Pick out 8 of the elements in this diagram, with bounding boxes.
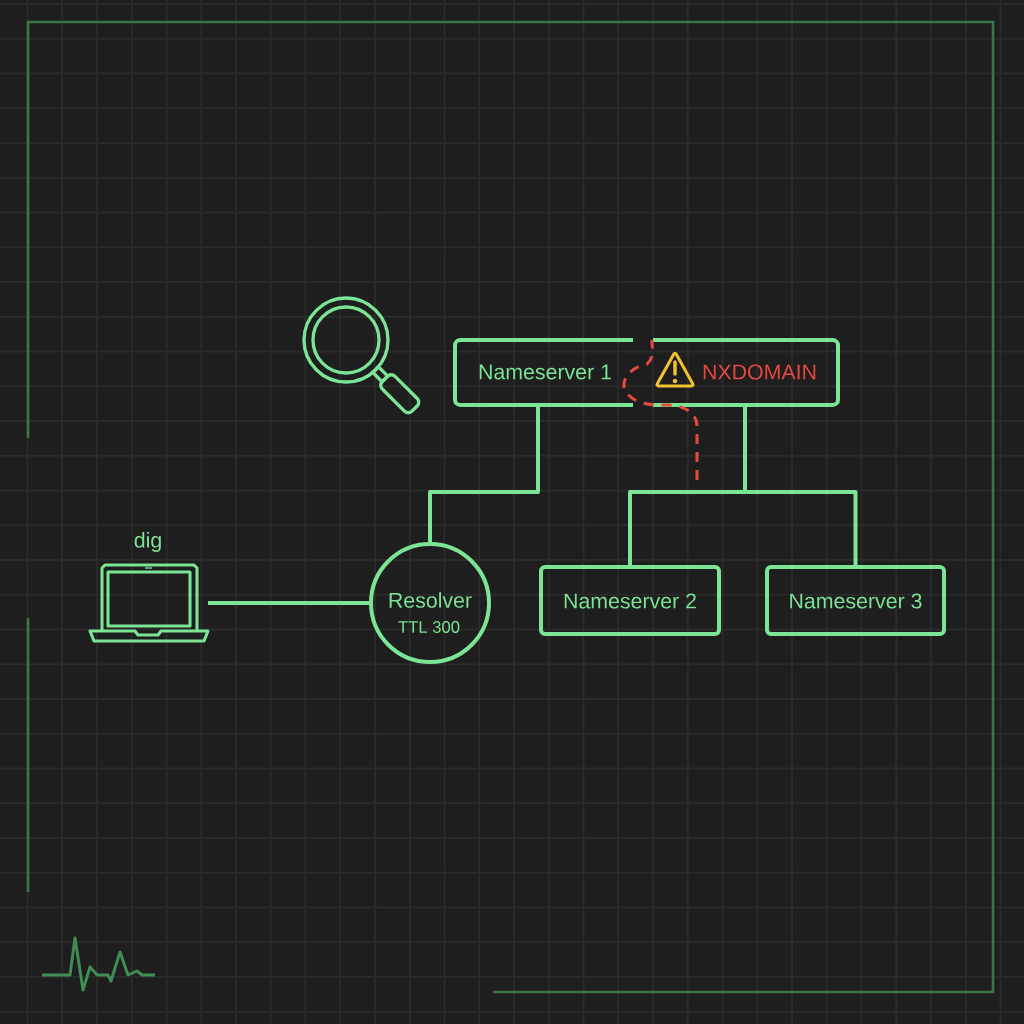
error-label: NXDOMAIN xyxy=(703,364,816,380)
server-box: Nameserver 2 xyxy=(539,565,721,636)
device-label: dig xyxy=(134,532,161,552)
connector-line xyxy=(208,601,371,605)
server-box: Nameserver 3 xyxy=(765,565,946,636)
connector-line xyxy=(743,405,858,567)
connector-line xyxy=(428,405,540,544)
dashed-line xyxy=(622,339,699,480)
